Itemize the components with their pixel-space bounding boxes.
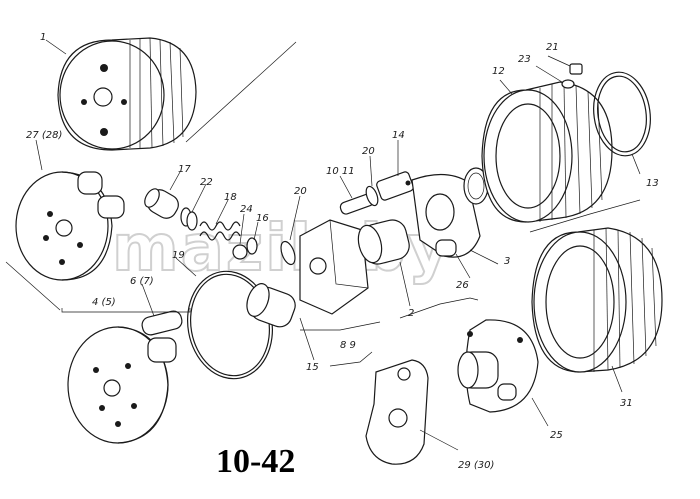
part-2-bushing	[357, 219, 410, 265]
callout-31: 31	[620, 398, 633, 409]
part-8-housing-block	[299, 219, 381, 331]
part-20-ring-left	[280, 240, 296, 266]
callout-21: 21	[546, 42, 559, 53]
callout-4: 4 (5)	[92, 297, 116, 308]
part-23-washer	[561, 79, 575, 89]
guide-line-left	[5, 261, 61, 311]
callout-13: 13	[646, 178, 659, 189]
part-31-drum	[529, 199, 663, 373]
callout-12: 12	[492, 66, 505, 77]
part-24-ball	[232, 244, 248, 260]
part-21-screw	[569, 63, 583, 75]
callout-8: 8 9	[340, 340, 356, 351]
callout-6: 6 (7)	[130, 276, 154, 287]
part-29-lever	[329, 351, 429, 465]
part-12-drum	[481, 81, 613, 223]
part-3-eccentric	[399, 173, 481, 319]
callout-25: 25	[550, 430, 563, 441]
callout-20b: 20	[362, 146, 375, 157]
part-17-sleeve	[144, 188, 179, 219]
part-22-washer	[180, 207, 198, 231]
part-6-pin	[141, 310, 183, 336]
part-27-flange	[15, 171, 125, 281]
callout-2: 2	[408, 308, 414, 319]
leader-lines	[35, 39, 641, 451]
part-18-spring	[199, 221, 241, 241]
callout-17: 17	[178, 164, 191, 175]
callout-14: 14	[392, 130, 405, 141]
part-20-ring-right	[365, 185, 379, 207]
part-14-valve	[376, 171, 414, 201]
callout-10: 10 11	[326, 166, 355, 177]
callout-18: 18	[224, 192, 237, 203]
part-4-flange	[61, 308, 191, 444]
callout-24: 24	[240, 204, 253, 215]
callout-19: 19	[172, 250, 185, 261]
guide-line-top	[185, 41, 297, 143]
callout-26: 26	[456, 280, 469, 291]
callout-3: 3	[504, 256, 510, 267]
figure-label: 10-42	[216, 443, 295, 480]
callout-29: 29 (30)	[458, 460, 494, 471]
part-13-ring	[593, 71, 651, 157]
callout-20a: 20	[294, 186, 307, 197]
callouts: 1 27 (28) 17 22 18 24 16 19 6 (7) 4 (5) …	[26, 32, 659, 471]
part-1-housing	[57, 37, 197, 151]
callout-15: 15	[306, 362, 319, 373]
part-25-flange	[457, 319, 539, 413]
callout-23: 23	[518, 54, 531, 65]
part-16-plug	[246, 237, 258, 255]
callout-1: 1	[40, 32, 46, 43]
part-15-bushing	[246, 283, 296, 328]
callout-16: 16	[256, 213, 269, 224]
callout-22: 22	[200, 177, 213, 188]
callout-27: 27 (28)	[26, 130, 62, 141]
